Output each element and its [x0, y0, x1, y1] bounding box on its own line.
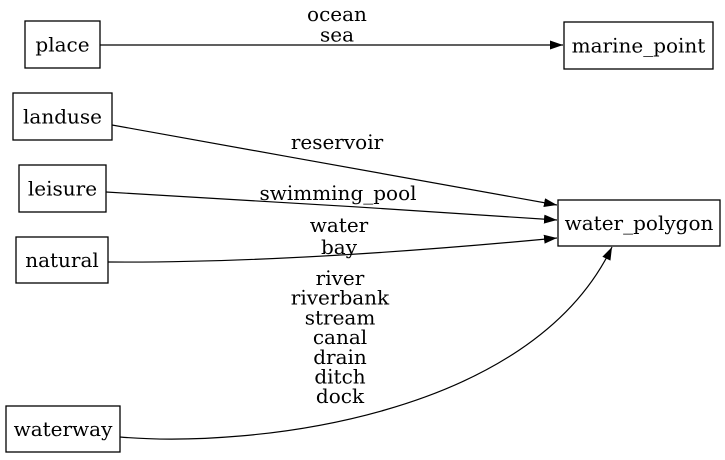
- edge-label-waterway-to-water_polygon: river: [316, 266, 365, 290]
- node-leisure-box: [18, 164, 107, 213]
- node-water_polygon-label: water_polygon: [565, 211, 714, 235]
- node-natural: natural: [15, 236, 109, 284]
- edge-waterway-to-water_polygon: [119, 246, 613, 440]
- node-water_polygon: water_polygon: [557, 199, 721, 247]
- node-marine_point-label: marine_point: [572, 34, 706, 58]
- edge-label-natural-to-water_polygon: water: [310, 213, 369, 237]
- edges-layer: [100, 40, 613, 440]
- nodes-layer: place landuse leisure natural waterway marine…: [5, 20, 721, 453]
- edge-label-waterway-to-water_polygon: canal: [313, 325, 367, 349]
- edge-label-waterway-to-water_polygon: dock: [316, 384, 365, 408]
- edge-leisure-to-water_polygon: [105, 191, 558, 224]
- node-leisure: leisure: [18, 164, 107, 213]
- edge-label-waterway-to-water_polygon: ditch: [314, 365, 365, 389]
- node-leisure-label: leisure: [28, 177, 97, 201]
- edge-label-landuse-to-water_polygon: reservoir: [291, 130, 384, 154]
- node-place-label: place: [35, 33, 89, 57]
- edge-label-leisure-to-water_polygon: swimming_pool: [259, 181, 416, 205]
- node-natural-box: [15, 236, 109, 284]
- node-natural-label: natural: [25, 248, 99, 272]
- edge-landuse-to-water_polygon: [111, 124, 558, 208]
- edge-label-place-to-marine_point: sea: [320, 23, 354, 47]
- node-landuse-label: landuse: [23, 105, 102, 129]
- edge-label-waterway-to-water_polygon: stream: [305, 305, 376, 329]
- node-marine_point: marine_point: [563, 21, 714, 70]
- node-landuse: landuse: [12, 92, 113, 141]
- edge-label-place-to-marine_point: ocean: [307, 2, 367, 26]
- edge-label-natural-to-water_polygon: bay: [321, 235, 358, 259]
- node-landuse-box: [12, 92, 113, 141]
- edge-natural-to-water_polygon: [107, 234, 558, 263]
- node-marine_point-box: [563, 21, 714, 70]
- node-place-box: [24, 20, 101, 69]
- edge-label-waterway-to-water_polygon: riverbank: [291, 286, 390, 310]
- edge-label-waterway-to-water_polygon: drain: [313, 345, 367, 369]
- node-waterway: waterway: [5, 405, 121, 453]
- node-waterway-box: [5, 405, 121, 453]
- node-water_polygon-box: [557, 199, 721, 247]
- node-place: place: [24, 20, 101, 69]
- node-waterway-label: waterway: [14, 417, 114, 441]
